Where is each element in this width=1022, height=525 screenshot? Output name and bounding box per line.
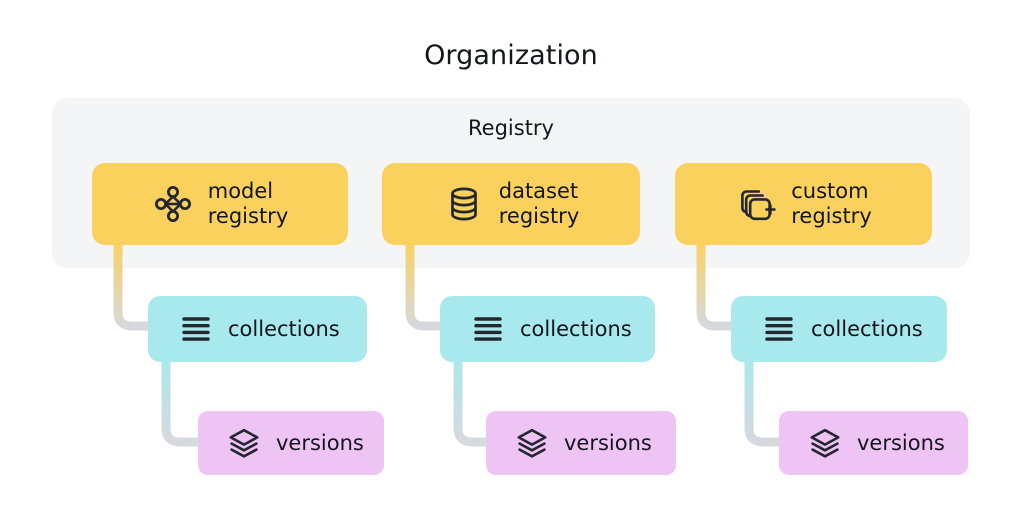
card-versions-dataset[interactable]: versions: [486, 411, 676, 475]
card-label: versions: [276, 430, 364, 455]
list-lines-icon: [472, 313, 504, 345]
card-label: collections: [811, 316, 923, 341]
card-label: versions: [564, 430, 652, 455]
layers-stack-icon: [228, 427, 260, 459]
card-label: collections: [520, 316, 632, 341]
card-collections-custom[interactable]: collections: [731, 296, 947, 362]
card-custom-registry[interactable]: custom registry: [675, 163, 932, 245]
card-label: model registry: [207, 179, 289, 228]
card-label: custom registry: [791, 179, 872, 228]
card-versions-model[interactable]: versions: [198, 411, 384, 475]
page-title: Organization: [424, 40, 598, 71]
card-dataset-registry[interactable]: dataset registry: [382, 163, 640, 245]
card-label: collections: [228, 316, 340, 341]
list-lines-icon: [763, 313, 795, 345]
model-node-graph-icon: [152, 183, 194, 225]
card-collections-dataset[interactable]: collections: [440, 296, 655, 362]
card-collections-model[interactable]: collections: [148, 296, 367, 362]
database-cylinder-icon: [443, 183, 485, 225]
stacked-squares-plus-icon: [735, 183, 777, 225]
registry-panel-title: Registry: [468, 116, 554, 140]
card-model-registry[interactable]: model registry: [92, 163, 348, 245]
card-label: dataset registry: [498, 179, 580, 228]
card-label: versions: [857, 430, 945, 455]
list-lines-icon: [180, 313, 212, 345]
card-versions-custom[interactable]: versions: [779, 411, 968, 475]
layers-stack-icon: [516, 427, 548, 459]
layers-stack-icon: [809, 427, 841, 459]
